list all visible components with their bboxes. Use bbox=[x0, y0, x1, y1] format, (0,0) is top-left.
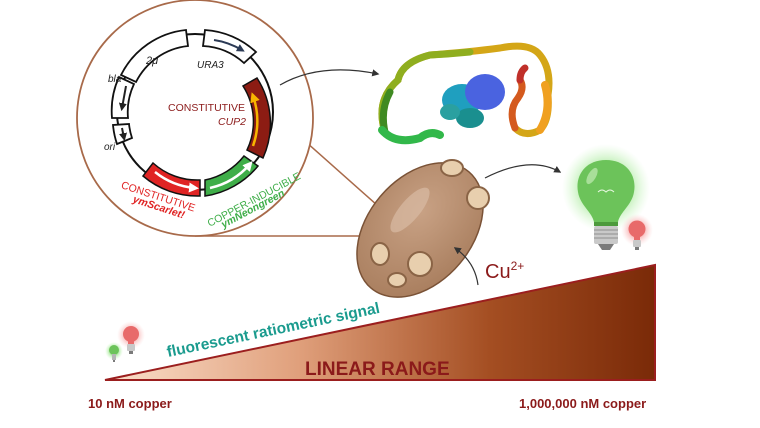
bud-scar bbox=[466, 186, 490, 210]
red-bulb-small-high bbox=[621, 214, 653, 250]
bud-scar bbox=[440, 159, 464, 177]
bud-scar bbox=[407, 251, 433, 277]
yeast-cell bbox=[356, 159, 490, 298]
green-bulb-large bbox=[562, 144, 650, 250]
label-2u: 2μ bbox=[145, 55, 158, 67]
bla-direction-arrow bbox=[118, 85, 127, 112]
low-copper-label: 10 nM copper bbox=[88, 396, 172, 411]
copper-ion-label: Cu2+ bbox=[485, 259, 524, 283]
feature-bla-block bbox=[110, 75, 136, 119]
feature-2u-block bbox=[119, 29, 190, 84]
bud-scar bbox=[387, 272, 407, 288]
cup2-direction-arrow bbox=[250, 92, 260, 147]
bud-scar bbox=[370, 242, 390, 266]
label-ori: ori bbox=[104, 142, 116, 153]
cup2-gene-label: CUP2 bbox=[218, 116, 246, 128]
cup2-promoter-label: CONSTITUTIVE bbox=[168, 102, 245, 114]
copper-uptake-arrow bbox=[453, 247, 479, 286]
cup2-protein-structure bbox=[378, 42, 553, 145]
ori-direction-arrow bbox=[119, 127, 127, 142]
copper-gradient-ramp bbox=[104, 263, 656, 381]
label-ura3: URA3 bbox=[197, 60, 224, 71]
label-bla: bla bbox=[108, 74, 122, 85]
ura3-direction-arrow bbox=[213, 39, 245, 52]
feature-ura3-block bbox=[201, 29, 258, 65]
neongreen-direction-arrow bbox=[209, 160, 253, 190]
red-bulb-medium-low bbox=[117, 321, 145, 354]
plasmid-to-protein-arrow bbox=[279, 69, 380, 86]
high-copper-label: 1,000,000 nM copper bbox=[519, 396, 646, 411]
scarlet-direction-arrow bbox=[154, 171, 199, 193]
green-bulb-small-low bbox=[105, 342, 123, 362]
linear-range-label: LINEAR RANGE bbox=[305, 359, 450, 380]
cell-to-light-arrow bbox=[484, 164, 562, 179]
